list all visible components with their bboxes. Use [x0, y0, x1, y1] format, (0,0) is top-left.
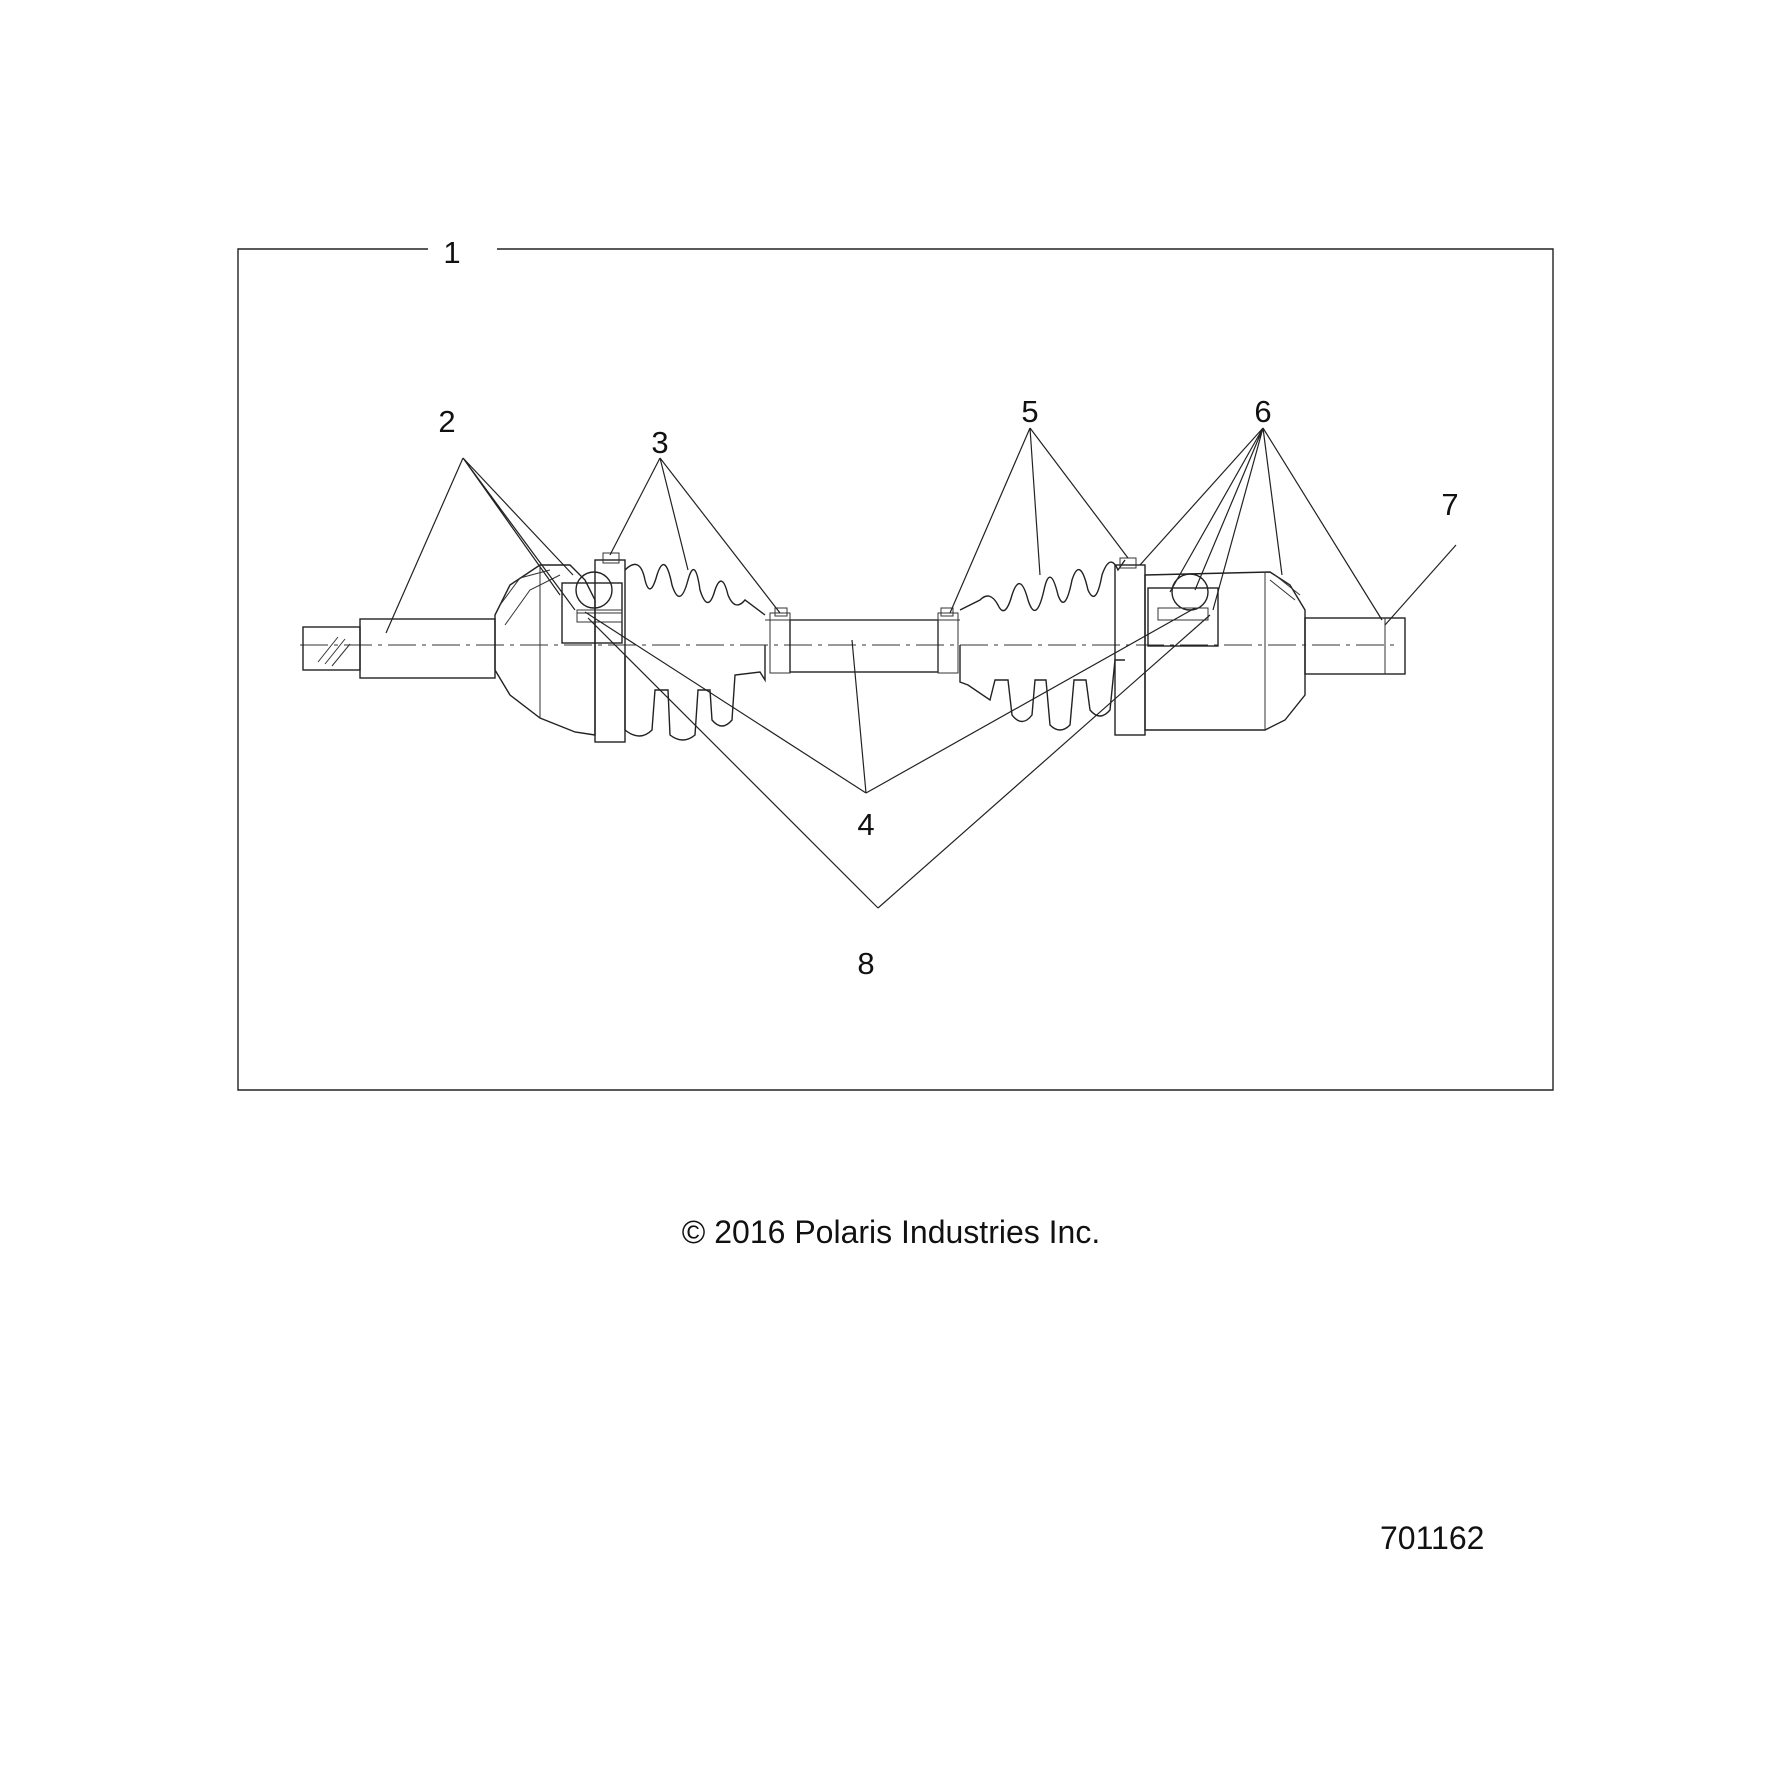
right-cv-boot-upper: [959, 559, 1126, 612]
right-cv-boot-lower: [959, 645, 1125, 731]
spline-hatch: [317, 636, 351, 667]
drive-axle-drawing: [300, 552, 1406, 743]
callout-4: 4: [857, 807, 874, 842]
callout-7: 7: [1441, 487, 1458, 522]
callout-3: 3: [651, 425, 668, 460]
left-cv-boot-upper: [624, 563, 766, 616]
callout-6: 6: [1254, 394, 1271, 429]
callout-5: 5: [1021, 394, 1038, 429]
callout-8: 8: [857, 946, 874, 981]
callout-1: 1: [443, 235, 460, 270]
callout-2: 2: [438, 404, 455, 439]
drawing-number: 701162: [1380, 1520, 1485, 1556]
left-cv-housing: [494, 564, 596, 736]
left-stub-shaft: [359, 618, 496, 679]
left-spline-tip: [302, 626, 361, 671]
left-cv-ball: [575, 571, 613, 609]
copyright-notice: © 2016 Polaris Industries Inc.: [681, 1214, 1101, 1250]
assembly-frame: [237, 248, 1554, 1091]
leader-lines: [385, 427, 1457, 909]
right-stub-shaft: [1304, 617, 1406, 675]
left-cv-boot-lower: [624, 645, 766, 741]
center-shaft: [789, 619, 939, 673]
right-cv-cage: [1147, 587, 1219, 647]
